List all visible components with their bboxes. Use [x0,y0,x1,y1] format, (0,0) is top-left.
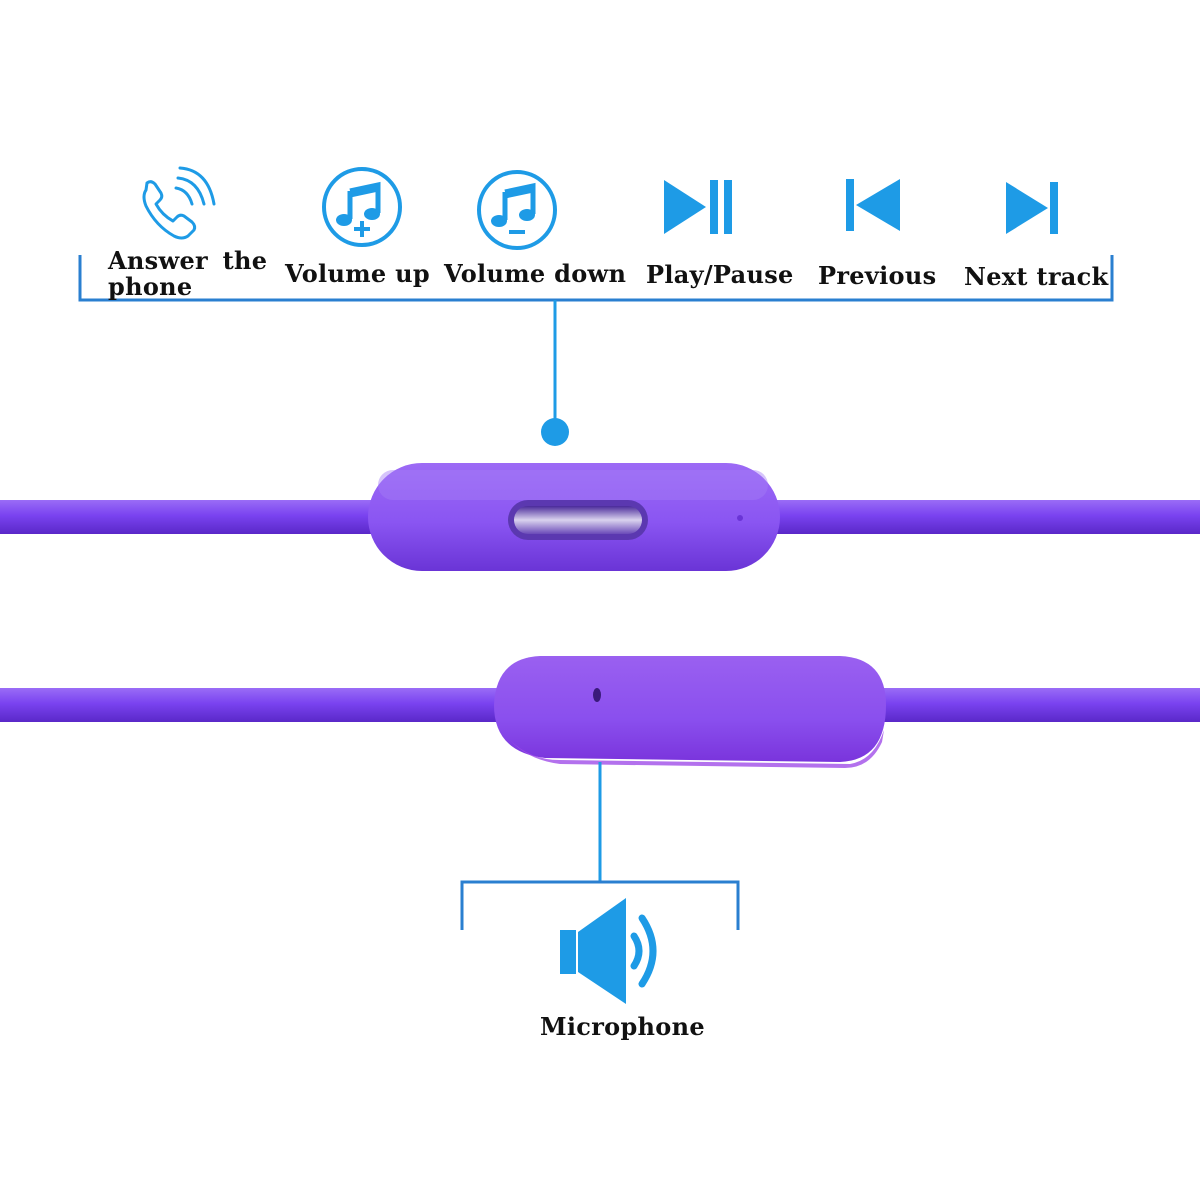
label-answer-phone: Answer the phone [108,246,268,301]
speaker-icon [556,894,672,1008]
remote-control-unit [368,463,780,571]
previous-track-icon [844,177,902,233]
label-next-track: Next track [964,262,1109,291]
microphone-bracket [460,762,740,930]
label-volume-down: Volume down [444,259,627,288]
upper-cable [0,500,1200,534]
phone-ringing-icon [132,166,216,246]
label-microphone: Microphone [540,1012,705,1041]
lower-cable [0,688,1200,722]
play-pause-icon [662,178,734,236]
label-volume-up: Volume up [285,259,430,288]
microphone-housing [494,656,886,768]
label-play-pause: Play/Pause [646,260,794,289]
next-track-icon [1004,180,1060,236]
music-note-minus-icon [475,168,559,252]
label-previous: Previous [818,261,937,290]
controls-bracket [78,255,1114,446]
music-note-plus-icon [320,165,404,249]
